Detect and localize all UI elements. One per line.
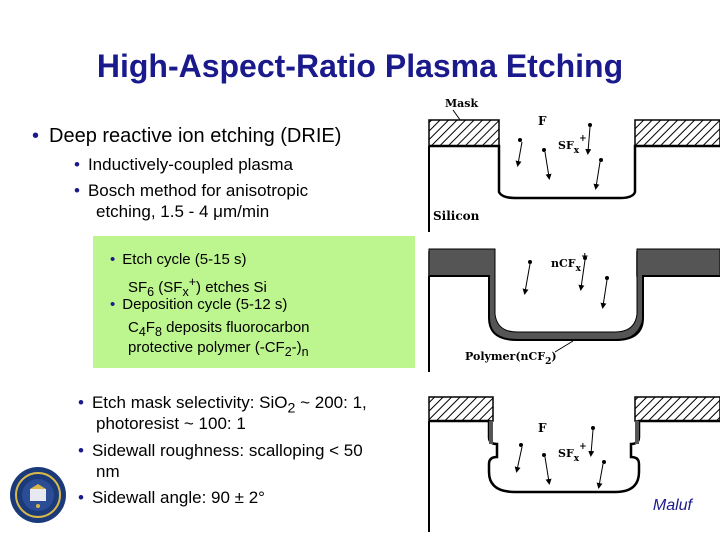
box-sf6-text-c: ) etches Si bbox=[196, 279, 267, 296]
bosch-cycle-box bbox=[93, 236, 415, 368]
particle bbox=[599, 158, 603, 162]
ion-arrow bbox=[515, 141, 523, 167]
box-polymer-line: protective polymer (-CF2-)n bbox=[128, 339, 309, 361]
sub-bullet-icp: •Inductively-coupled plasma bbox=[74, 155, 294, 174]
university-seal-logo bbox=[10, 467, 66, 523]
ion-arrow bbox=[585, 126, 592, 155]
particle bbox=[542, 453, 546, 457]
particle bbox=[591, 426, 595, 430]
ion-arrow bbox=[596, 463, 604, 489]
repeat-etch-panel: F SFx+ bbox=[428, 396, 720, 532]
sub-bullet-bosch: •Bosch method for anisotropic bbox=[74, 181, 309, 200]
sub-bullet-icp-text: Inductively-coupled plasma bbox=[87, 155, 294, 174]
scalloped-trench-outline bbox=[429, 419, 720, 494]
particle bbox=[519, 443, 523, 447]
etch-step-panel: Mask Silicon F SFx+ bbox=[428, 97, 720, 232]
mask-label: Mask bbox=[445, 97, 478, 110]
particle bbox=[518, 138, 522, 142]
box-sf6-line: SF6 (SFx+) etches Si bbox=[128, 273, 267, 301]
sidewall-roughness-text: Sidewall roughness: scalloping < 50 bbox=[91, 441, 363, 460]
box-etch-cycle-text: Etch cycle (5-15 s) bbox=[122, 251, 247, 268]
box-sfx-sub: x bbox=[182, 285, 189, 299]
mask-left bbox=[428, 396, 494, 422]
ion-arrow bbox=[588, 429, 595, 457]
silicon-label: Silicon bbox=[433, 209, 480, 223]
polymer-pointer bbox=[554, 340, 574, 353]
ion-arrow bbox=[514, 446, 523, 473]
box-sf6-text-b: (SF bbox=[154, 279, 183, 296]
mask-right bbox=[634, 396, 720, 422]
box-c4f8-sub1: 4 bbox=[138, 325, 146, 339]
mask-selectivity-line2: photoresist ~ 100: 1 bbox=[96, 414, 246, 433]
mask-right bbox=[634, 119, 720, 147]
ion-arrow bbox=[544, 151, 552, 180]
box-deposition-cycle: •Deposition cycle (5-12 s) bbox=[110, 296, 288, 313]
mask-selectivity-b: ~ 200: 1, bbox=[295, 393, 367, 412]
box-c4f8-sub2: 8 bbox=[154, 325, 162, 339]
f-label: F bbox=[538, 114, 547, 128]
bullet-drie: •Deep reactive ion etching (DRIE) bbox=[32, 125, 342, 147]
bosch-process-diagram: Mask Silicon F SFx+ nCFx+ Polymer(nCF2) bbox=[428, 97, 720, 532]
particle bbox=[542, 148, 546, 152]
sub-bullet-bosch-line2: etching, 1.5 - 4 μm/min bbox=[96, 202, 270, 221]
box-etch-cycle: •Etch cycle (5-15 s) bbox=[110, 251, 247, 268]
f-label: F bbox=[538, 421, 547, 435]
mask-left bbox=[428, 119, 500, 147]
slide-title: High-Aspect-Ratio Plasma Etching bbox=[96, 48, 624, 84]
box-c4f8-line: C4F8 deposits fluorocarbon bbox=[128, 319, 310, 341]
bullet-drie-text: Deep reactive ion etching (DRIE) bbox=[49, 125, 342, 147]
box-c4f8-a: C bbox=[128, 319, 139, 336]
ion-arrow bbox=[600, 279, 608, 309]
passivation-step-panel: nCFx+ Polymer(nCF2) bbox=[428, 248, 720, 372]
sfx-label: SFx+ bbox=[558, 134, 587, 156]
particle bbox=[528, 260, 532, 264]
mask-selectivity-sub: 2 bbox=[287, 400, 296, 417]
ion-arrow bbox=[544, 456, 552, 485]
box-sf6-text-a: SF bbox=[128, 279, 148, 296]
silicon-trench-outline bbox=[429, 275, 720, 341]
box-poly-sub2: n bbox=[301, 345, 309, 359]
ncfx-label: nCFx+ bbox=[551, 252, 588, 274]
box-poly-b: -) bbox=[291, 339, 302, 356]
sidewall-roughness-line2: nm bbox=[96, 462, 120, 481]
mask-selectivity-a: Etch mask selectivity: SiO bbox=[91, 393, 288, 412]
box-c4f8-b: F bbox=[145, 319, 155, 336]
silicon-trench-outline bbox=[429, 144, 720, 200]
bullet-mask-selectivity: •Etch mask selectivity: SiO2 ~ 200: 1, bbox=[78, 393, 367, 417]
box-sf6-sub: 6 bbox=[147, 285, 155, 299]
ion-arrow bbox=[593, 161, 601, 190]
particle bbox=[583, 256, 587, 260]
ion-arrow bbox=[522, 263, 531, 295]
bullet-sidewall-roughness: •Sidewall roughness: scalloping < 50 bbox=[78, 441, 363, 460]
author-credit: Maluf bbox=[652, 497, 692, 514]
box-sfx-sup: + bbox=[188, 275, 197, 289]
box-c4f8-c: deposits fluorocarbon bbox=[161, 319, 310, 336]
particle bbox=[605, 276, 609, 280]
sfx-label: SFx+ bbox=[558, 442, 587, 464]
ion-arrow bbox=[578, 259, 586, 291]
polymer-label: Polymer(nCF2) bbox=[465, 350, 557, 367]
particle bbox=[588, 123, 592, 127]
box-deposition-cycle-text: Deposition cycle (5-12 s) bbox=[122, 296, 288, 313]
box-poly-sub: 2 bbox=[284, 345, 292, 359]
box-poly-a: protective polymer (-CF bbox=[128, 339, 285, 356]
bullet-sidewall-angle: •Sidewall angle: 90 ± 2° bbox=[78, 488, 265, 507]
sidewall-polymer bbox=[489, 421, 639, 444]
particle bbox=[602, 460, 606, 464]
sub-bullet-bosch-line1: Bosch method for anisotropic bbox=[87, 181, 309, 200]
sidewall-angle-text: Sidewall angle: 90 ± 2° bbox=[91, 488, 265, 507]
